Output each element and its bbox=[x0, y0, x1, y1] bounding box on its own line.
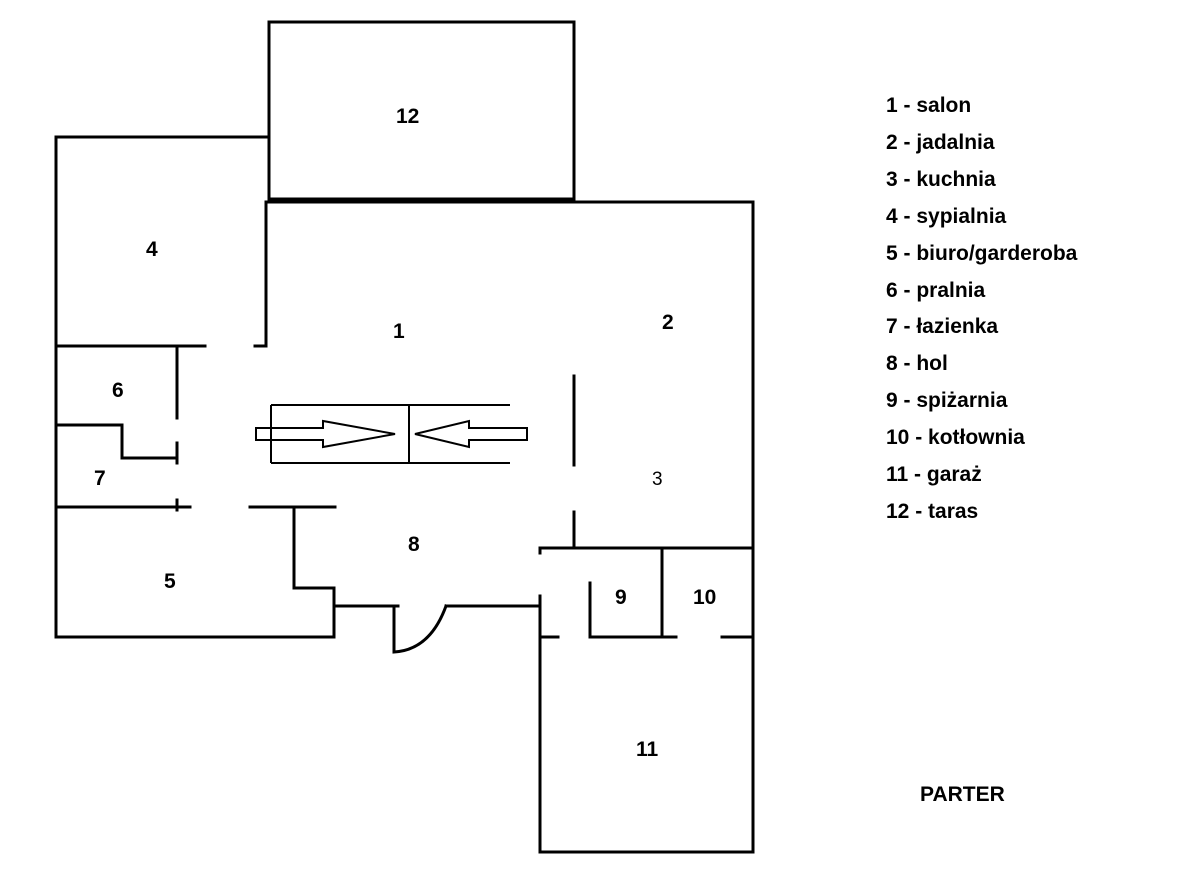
room-label-11: 11 bbox=[636, 738, 659, 761]
garage-outline bbox=[538, 635, 755, 854]
floor-plan: 1 2 3 4 5 6 7 8 9 10 11 12 bbox=[54, 20, 755, 854]
room-label-7: 7 bbox=[94, 467, 106, 490]
legend-item: 12 - taras bbox=[886, 499, 979, 523]
laundry-bottom-wall bbox=[54, 423, 179, 460]
room-label-9: 9 bbox=[615, 586, 627, 609]
room-label-6: 6 bbox=[112, 379, 124, 402]
floor-title: PARTER bbox=[920, 783, 1005, 806]
room-label-1: 1 bbox=[393, 320, 405, 343]
legend-item: 11 - garaż bbox=[886, 463, 982, 487]
room-label-12: 12 bbox=[396, 105, 419, 128]
room-label-3: 3 bbox=[652, 469, 663, 490]
legend-item: 3 - kuchnia bbox=[886, 167, 996, 191]
terrace-outline bbox=[267, 20, 576, 201]
legend-item: 4 - sypialnia bbox=[886, 204, 1007, 228]
room-label-10: 10 bbox=[693, 586, 716, 609]
legend-item: 10 - kotłownia bbox=[886, 426, 1025, 450]
room-label-5: 5 bbox=[164, 570, 176, 593]
service-top-wall bbox=[538, 546, 755, 555]
legend-item: 7 - łazienka bbox=[886, 315, 999, 339]
room-legend: 1 - salon 2 - jadalnia 3 - kuchnia 4 - s… bbox=[886, 88, 1077, 531]
staircase bbox=[255, 404, 528, 464]
room-label-4: 4 bbox=[146, 238, 158, 261]
room-label-2: 2 bbox=[662, 311, 674, 334]
stair-arrow-left-icon bbox=[414, 419, 528, 449]
stair-arrow-right-icon bbox=[255, 419, 396, 449]
legend-item: 1 - salon bbox=[886, 94, 972, 117]
legend-item: 6 - pralnia bbox=[886, 278, 986, 302]
legend-item: 2 - jadalnia bbox=[886, 130, 995, 154]
legend-item: 9 - spiżarnia bbox=[886, 389, 1008, 413]
legend-item: 5 - biuro/garderoba bbox=[886, 241, 1078, 265]
legend-item: 8 - hol bbox=[886, 352, 948, 376]
room-label-8: 8 bbox=[408, 533, 420, 556]
entrance-door bbox=[392, 604, 448, 654]
main-hall-top-wall bbox=[264, 200, 755, 550]
bedroom-outline bbox=[54, 135, 337, 639]
